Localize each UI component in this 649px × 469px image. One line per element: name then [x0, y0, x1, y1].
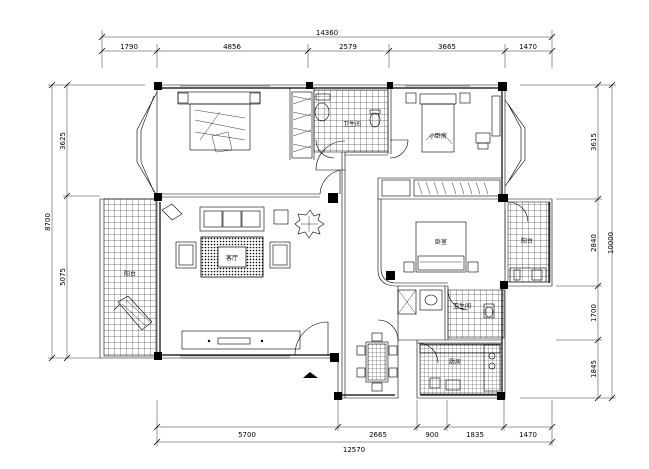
dim-top-seg-2: 4856 [223, 43, 241, 51]
dim-bottom-seg-3: 900 [425, 431, 438, 439]
kitchen-fixtures [419, 344, 501, 392]
dim-bottom-total: 12570 [343, 446, 365, 454]
walls [99, 84, 553, 399]
bed-small-bedroom [405, 92, 501, 153]
tile-flooring [103, 89, 551, 395]
dim-top-seg-3: 2579 [339, 43, 357, 51]
room-label-small-bedroom: 小卧房 [429, 132, 447, 140]
dim-right-inner-1: 3615 [590, 133, 598, 151]
left-balcony-furniture [113, 203, 183, 331]
room-label-balcony-left: 阳台 [124, 270, 136, 278]
wardrobe-middle [381, 179, 501, 197]
room-label-bathroom-mid: 卫生间 [453, 302, 471, 310]
dim-right-inner-2: 2840 [590, 234, 598, 252]
left-dimensions: 8700 3625 5075 [44, 81, 145, 362]
dim-left-inner-2: 5075 [59, 268, 67, 286]
windows [180, 85, 506, 359]
living-room-furniture [175, 206, 325, 350]
wardrobe-top [291, 91, 313, 159]
dim-bottom-seg-5: 1470 [519, 431, 537, 439]
room-label-kitchen: 厨房 [449, 358, 461, 366]
dim-top-seg-1: 1790 [120, 43, 138, 51]
top-dimensions: 14360 1790 4856 2579 3665 1470 [98, 29, 556, 68]
dim-top-total: 14360 [316, 29, 338, 37]
dining-table [356, 332, 398, 392]
right-dimensions: 10000 3615 2840 1700 1845 [520, 81, 616, 402]
bed-master-bedroom [403, 221, 479, 273]
top-bathroom-fixtures [314, 93, 381, 128]
dim-bottom-seg-4: 1835 [466, 431, 484, 439]
dim-left-outer: 8700 [44, 213, 52, 231]
dim-right-inner-4: 1845 [590, 360, 598, 378]
room-label-living-room: 客厅 [226, 254, 238, 262]
room-label-bathroom-top: 卫生间 [343, 120, 361, 128]
structural-columns [154, 82, 508, 400]
room-label-master-bedroom: 卧室 [435, 238, 447, 246]
room-label-balcony-right: 阳台 [521, 237, 533, 245]
dim-top-seg-5: 1470 [519, 43, 537, 51]
dim-right-outer: 10000 [607, 232, 615, 254]
dim-top-seg-4: 3665 [438, 43, 456, 51]
bottom-dimensions: 5700 2665 900 1835 1470 12570 [153, 400, 556, 454]
dim-right-inner-3: 1700 [590, 304, 598, 322]
right-balcony-fixtures [509, 267, 547, 283]
doors [294, 139, 529, 378]
middle-bathroom-fixtures [397, 289, 495, 319]
dim-left-inner-1: 3625 [59, 132, 67, 150]
bed-top-left [177, 91, 261, 153]
dim-bottom-seg-1: 5700 [238, 431, 256, 439]
dim-bottom-seg-2: 2665 [369, 431, 387, 439]
